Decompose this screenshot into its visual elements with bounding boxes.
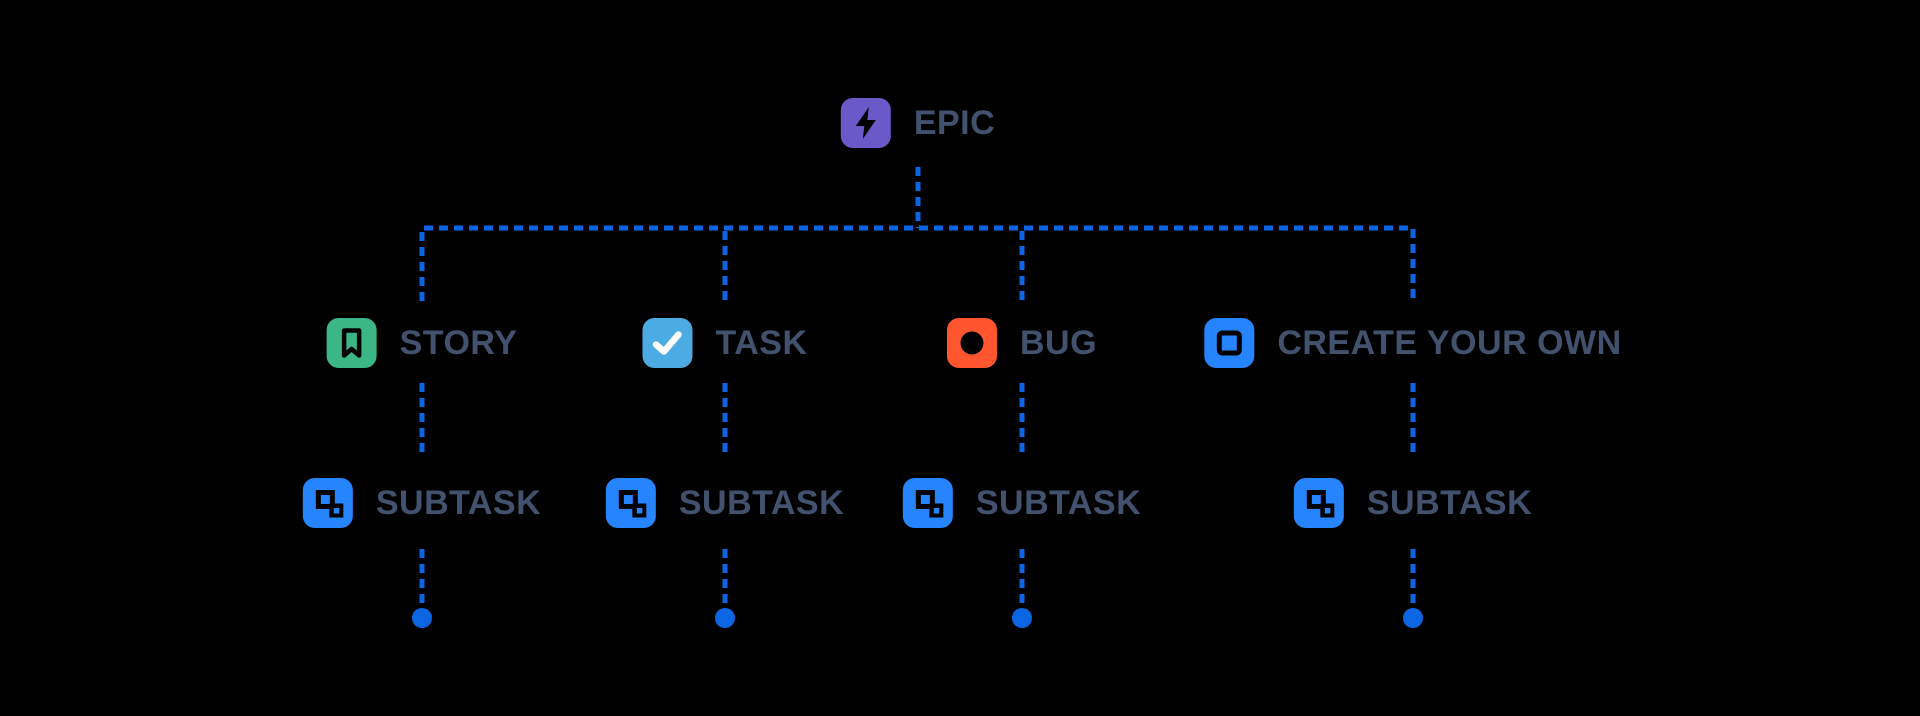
bookmark-icon <box>326 318 377 368</box>
node-story: STORY <box>326 318 518 368</box>
subtask-label: SUBTASK <box>1366 484 1533 522</box>
subtask-icon <box>302 478 353 528</box>
node-subtask-2: SUBTASK <box>605 478 845 528</box>
checkmark-icon <box>642 318 693 368</box>
dot-circle-icon <box>946 318 997 368</box>
task-label: TASK <box>715 324 808 362</box>
square-outline-icon <box>1204 318 1255 368</box>
lightning-bolt-icon <box>840 98 891 148</box>
create-your-own-label: CREATE YOUR OWN <box>1277 324 1622 362</box>
line-endpoint-dots <box>412 608 1423 628</box>
node-create-your-own: CREATE YOUR OWN <box>1204 318 1621 368</box>
node-subtask-4: SUBTASK <box>1293 478 1533 528</box>
node-subtask-3: SUBTASK <box>902 478 1142 528</box>
subtask-label: SUBTASK <box>375 484 542 522</box>
subtask-label: SUBTASK <box>678 484 845 522</box>
epic-label: EPIC <box>913 104 996 142</box>
bug-label: BUG <box>1019 324 1098 362</box>
node-subtask-1: SUBTASK <box>302 478 542 528</box>
subtask-label: SUBTASK <box>975 484 1142 522</box>
node-bug: BUG <box>946 318 1098 368</box>
story-label: STORY <box>399 324 518 362</box>
subtask-icon <box>605 478 656 528</box>
node-epic: EPIC <box>840 98 996 148</box>
node-task: TASK <box>642 318 807 368</box>
subtask-icon <box>1293 478 1344 528</box>
subtask-icon <box>902 478 953 528</box>
